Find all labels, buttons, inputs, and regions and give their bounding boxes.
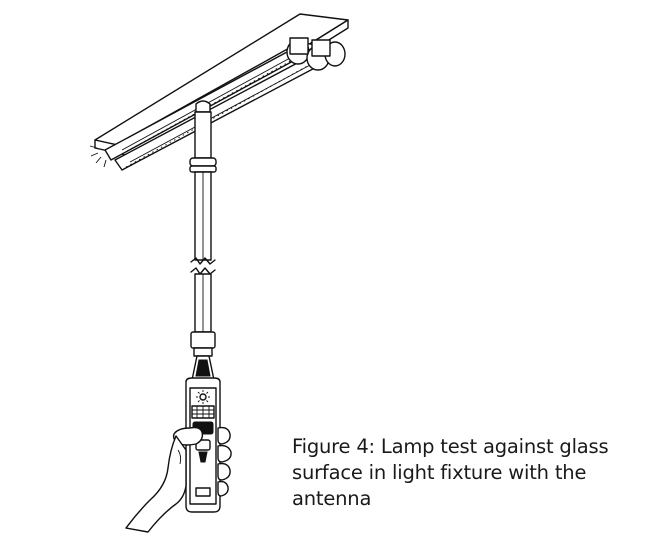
caption-line-3: antenna	[292, 487, 372, 510]
hand-icon	[125, 426, 232, 533]
handheld-tester-icon	[185, 355, 221, 513]
caption-line-1: Figure 4: Lamp test against glass	[292, 435, 609, 458]
figure-caption: Figure 4: Lamp test against glass surfac…	[292, 434, 642, 512]
antenna-pole-icon	[189, 100, 217, 357]
light-fixture-icon	[89, 13, 349, 171]
caption-line-2: surface in light fixture with the	[292, 461, 587, 484]
